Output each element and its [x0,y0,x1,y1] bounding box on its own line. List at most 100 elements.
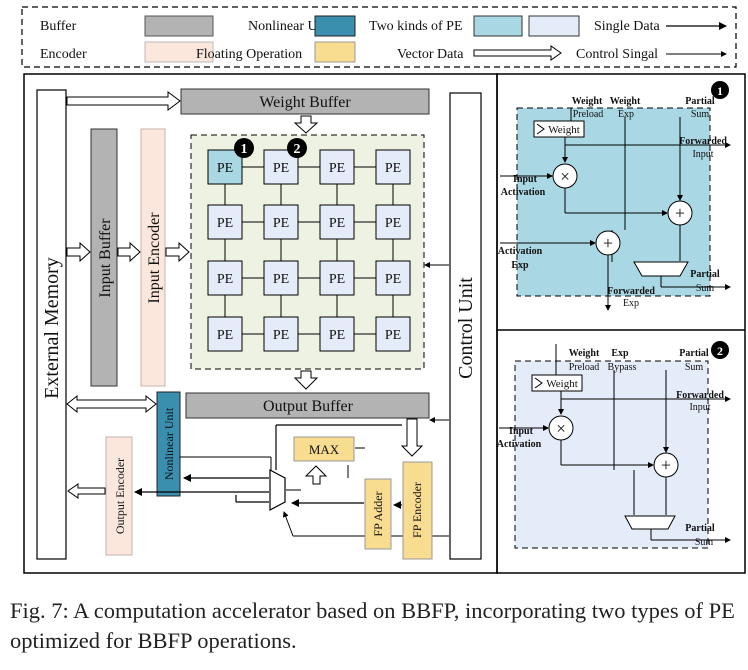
pe2-weight-preload-a: Weight [569,348,600,359]
badge-2 [287,138,307,158]
pe-cell-label: PE [385,272,401,287]
pe-cell [207,149,243,185]
legend-buffer-label: Buffer [40,19,77,34]
array-to-outbuf-arrow [293,370,319,390]
output-buffer-label: Output Buffer [263,398,354,415]
pe1-weight-register-label: Weight [548,124,580,136]
pe2-badge-label: 2 [717,344,723,358]
memory-to-input-arrow [66,241,91,263]
pe2-multiplier-symbol: × [556,419,566,438]
legend-pe-light-swatch [528,15,580,37]
pe2-mantissa-adder-symbol: + [661,455,671,475]
external-memory-label: External Memory [41,257,63,399]
pe2-register-clock [534,377,543,389]
pe1-weight-exp-b: Exp [618,109,634,120]
pe1-weight-exp-a: Weight [610,96,641,107]
pe-cell-label: PE [385,328,401,343]
legend-nonlinear-swatch [314,15,356,37]
weight-down-arrow [293,115,319,134]
legend-floating-swatch [314,41,356,63]
pe-cell-label: PE [217,328,233,343]
pe1-partial-sum-out-a: Partial [690,269,720,280]
legend-vector-arrow [473,45,562,61]
pe1-mantissa-adder-symbol: + [675,203,685,223]
pe-cell [207,260,243,296]
badge-2-label: 2 [294,142,301,157]
pe1-activation-exp-a: Activation [498,246,543,257]
input-buffer-label: Input Buffer [97,218,114,298]
pe1-input-activation-a: Input [513,174,538,185]
legend-buffer-swatch [144,15,214,37]
legend-pe-label: Two kinds of PE [369,19,463,34]
pe-cell [263,260,299,296]
pe-cell-label: PE [273,328,289,343]
legend-single-label: Single Data [594,19,660,34]
right-frame [496,73,746,574]
pe2-partial-sum-out-a: Partial [685,523,715,534]
outenc-to-memory-arrow [67,483,106,499]
max-unit-label: MAX [309,442,340,457]
pe-cell [375,316,411,352]
pe-cell-label: PE [329,272,345,287]
pe2-forwarded-input-a: Forwarded [676,390,724,401]
pe1-partial-sum-in-a: Partial [685,96,715,107]
input-buffer [90,128,118,387]
pe2-badge [711,341,729,359]
pe-cell [319,260,355,296]
pe2-partial-sum-in-b: Sum [685,362,704,373]
control-to-mux-signal [282,511,294,537]
pe2-box [514,360,709,549]
pe2-forwarded-input-b: Input [689,402,710,413]
pe-cell-label: PE [385,161,401,176]
pe1-input-activation-b: Activation [501,187,546,198]
legend-encoder-label: Encoder [40,47,87,62]
pe-cell [319,316,355,352]
pe2-partial-sum-in-a: Partial [679,348,709,359]
pe1-weight-register [533,120,585,138]
legend-encoder-swatch [144,41,214,63]
pe-cell-label: PE [329,161,345,176]
weight-buffer-label: Weight Buffer [259,94,351,111]
fp-encoder [402,461,433,560]
weight-buffer [180,88,430,115]
figure-caption: Fig. 7: A computation accelerator based … [10,598,735,653]
mux-to-max-arrow [304,465,328,485]
legend-floating-label: Floating Operation [196,47,302,62]
pe-cell-label: PE [329,328,345,343]
pe1-weight-preload-a: Weight [572,96,603,107]
pe-cell [207,316,243,352]
pe2-output-mux [624,515,676,530]
fp-adder-label: FP Adder [371,491,385,536]
pe2-partial-sum-out-b: Sum [695,537,714,548]
control-unit-label: Control Unit [455,277,477,379]
memory-to-weight-arrow [66,91,181,111]
pe2-input-activation-a: Input [509,426,534,437]
pe1-exp-adder-symbol: + [603,233,613,253]
pe-cell [375,260,411,296]
pe1-forwarded-exp-a: Forwarded [607,286,655,297]
input-encoder-label: Input Encoder [146,212,163,304]
max-unit [293,436,355,462]
pe1-badge-label: 1 [717,84,723,98]
legend-control-label: Control Singal [576,47,658,62]
accelerator-architecture: External Memory Weight Buffer Input Buff… [36,88,482,560]
pe1-forwarded-exp-b: Exp [623,298,639,309]
pe1-multiplier-symbol: × [560,167,570,186]
pe-cell [263,316,299,352]
pe-cell [319,149,355,185]
pe-cell [263,204,299,240]
pe1-activation-exp-b: Exp [511,260,529,271]
pe-cell [207,204,243,240]
pe-cell-label: PE [273,272,289,287]
pe-cell-label: PE [217,161,233,176]
memory-nonlinear-bidir-arrow [66,394,157,414]
pe2-weight-preload-b: Preload [569,362,600,373]
output-encoder [105,436,133,556]
pe2-exp-bypass-a: Exp [611,348,629,359]
pe2-exp-bypass-b: Bypass [608,362,637,373]
fp-encoder-label: FP Encoder [410,482,424,538]
badge-1-label: 1 [241,142,248,157]
pe1-badge [711,81,729,99]
legend-vector-label: Vector Data [397,47,464,62]
pe1-forwarded-input-a: Forwarded [679,136,727,147]
